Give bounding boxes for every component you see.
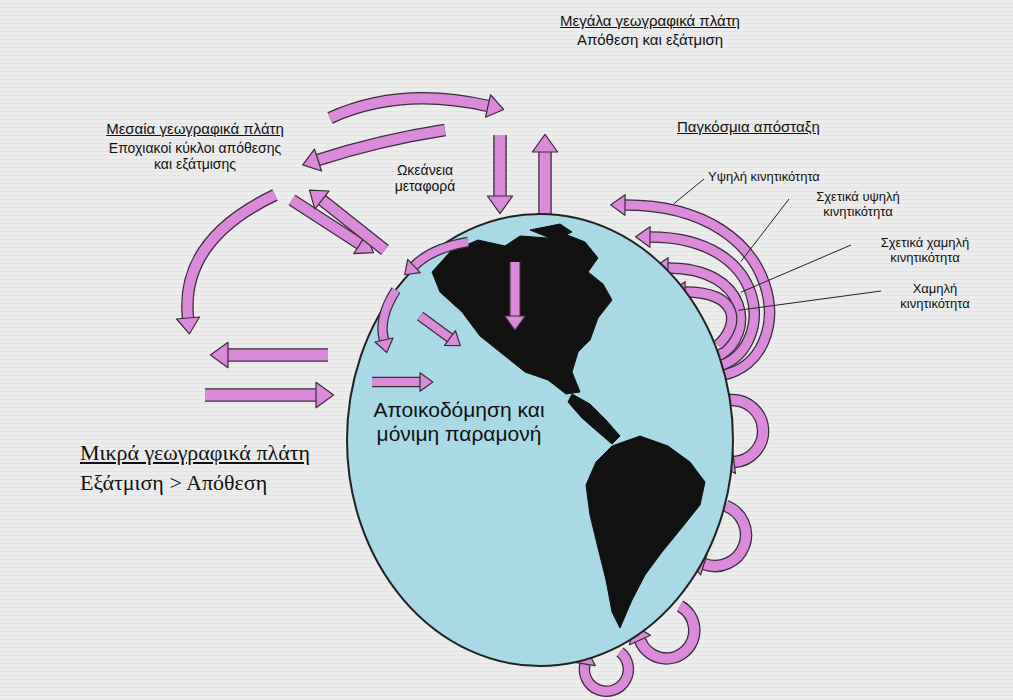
down-arrow-outline [493, 135, 507, 196]
inner-arrow-head [375, 338, 393, 352]
inner-arrow-outline [414, 242, 468, 266]
inner-arrow-head [445, 331, 461, 346]
mobility-label: Σχετικά χαμηλή κινητικότητα [855, 236, 995, 266]
diagonal-arrow-band [322, 200, 385, 250]
continent [586, 436, 705, 628]
left-arc-arrow-outline [187, 195, 275, 318]
inner-arrow-outline [372, 377, 420, 388]
globe-outline [347, 214, 733, 666]
top-return-arrow-outline [318, 130, 445, 160]
leader-line [741, 245, 851, 292]
right-arrow-band [205, 390, 316, 401]
inner-down-arrow-outline [509, 262, 521, 316]
mobility-label: Υψηλή κινητικότητα [708, 170, 820, 185]
leader-line [674, 179, 704, 204]
top-arc-arrow-head [486, 95, 504, 117]
region-note: Εξάτμιση > Απόθεση [80, 470, 267, 495]
inner-arrow-head [405, 259, 421, 274]
down-arrow-band [495, 135, 506, 196]
mobility-label: Χαμηλή κινητικότητα [885, 282, 985, 312]
up-arrow-band [540, 152, 551, 214]
top-arc-arrow [330, 95, 504, 118]
left-arc-arrow [177, 195, 275, 334]
left-arrow-band [228, 350, 328, 361]
inner-down-arrow-head [505, 316, 526, 330]
left-arc-arrow-band [187, 195, 275, 318]
diagonal-arrow-outline [322, 200, 385, 250]
top-arc-arrow-band [330, 98, 488, 118]
region-heading: Μεγάλα γεωγραφικά πλάτη [560, 12, 740, 29]
inner-arrow-head [420, 373, 433, 391]
down-arrow [487, 135, 512, 214]
curl-arrow-outline [730, 400, 763, 462]
leader-line [738, 291, 881, 310]
inner-arrow [372, 373, 433, 391]
continent [530, 224, 572, 240]
left-arrow-head [210, 342, 228, 367]
globe: Αποικοδόμηση και μόνιμη παραμονή [345, 212, 735, 668]
mobility-label: Σχετικά υψηλή κινητικότητα [793, 190, 923, 220]
region-note: Απόθεση και εξάτμιση [577, 31, 723, 48]
right-arrow-head [316, 382, 334, 407]
up-arrow [532, 134, 557, 214]
region-heading: Μεσαία γεωγραφικά πλάτη [106, 120, 284, 137]
right-arrow [205, 382, 334, 407]
curl-arrow-band [730, 400, 763, 462]
inner-arrow-band [420, 316, 450, 338]
up-arrow-outline [538, 152, 552, 214]
diagonal-arrow [309, 190, 385, 250]
top-return-arrow-band [318, 130, 445, 160]
continent [568, 394, 620, 444]
inner-arrow [375, 290, 396, 352]
left-arrow-outline [228, 348, 328, 362]
inner-arrow [405, 242, 468, 275]
distillation-arc-head [611, 195, 625, 216]
diagonal-arrow-head [309, 190, 329, 209]
inner-down-arrow-band [511, 262, 520, 316]
inner-arrow-band [414, 242, 468, 266]
globe-label: Αποικοδόμηση και μόνιμη παραμονή [368, 398, 550, 445]
inner-arrow [420, 316, 460, 346]
leader-line [741, 199, 789, 262]
inner-down-arrow [505, 262, 526, 330]
inner-arrow-outline [420, 316, 450, 338]
up-arrow-head [532, 134, 557, 152]
inner-arrow-band [383, 290, 397, 340]
continent [432, 232, 612, 394]
left-arrow [210, 342, 328, 367]
process-label: Ωκεάνεια μεταφορά [379, 162, 471, 194]
down-arrow-head [487, 196, 512, 214]
region-note: Εποχιακοί κύκλοι απόθεσης και εξάτμισης [108, 140, 283, 172]
inner-arrow-band [372, 378, 420, 386]
region-heading: Παγκόσμια απόσταξη [677, 118, 820, 135]
right-arrow-outline [205, 388, 316, 402]
left-arc-arrow-head [177, 317, 200, 334]
top-return-arrow-head [303, 149, 322, 171]
region-heading: Μικρά γεωγραφικά πλάτη [80, 440, 310, 465]
top-arc-arrow-outline [330, 98, 488, 118]
inner-arrow-outline [383, 290, 397, 340]
